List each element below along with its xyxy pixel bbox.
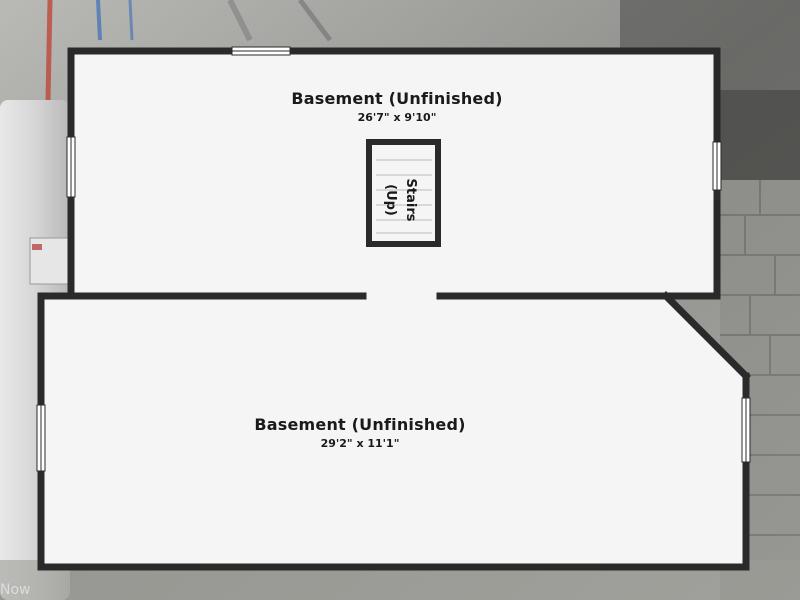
room-label-lower: Basement (Unfinished) 29'2" x 11'1" [210,415,510,450]
room-label-upper: Basement (Unfinished) 26'7" x 9'10" [247,89,547,124]
window-upper-left [66,136,76,198]
window-upper-right [712,141,722,191]
room-dimensions: 29'2" x 11'1" [320,437,400,450]
pipes [45,0,332,101]
room-dimensions: 26'7" x 9'10" [357,111,437,124]
windows [36,46,751,472]
window-top [231,46,291,56]
window-lower-right [741,397,751,463]
window-lower-left [36,404,46,472]
room-name: Basement (Unfinished) [254,415,466,434]
stairs [366,139,441,247]
lower-room-floor [41,296,746,566]
watermark: Now [0,582,31,598]
room-name: Basement (Unfinished) [291,89,503,108]
stairs-label-line1: Stairs [403,178,418,222]
stairs-label-line2: (Up) [383,184,398,216]
stairs-label: Stairs (Up) [380,160,420,240]
